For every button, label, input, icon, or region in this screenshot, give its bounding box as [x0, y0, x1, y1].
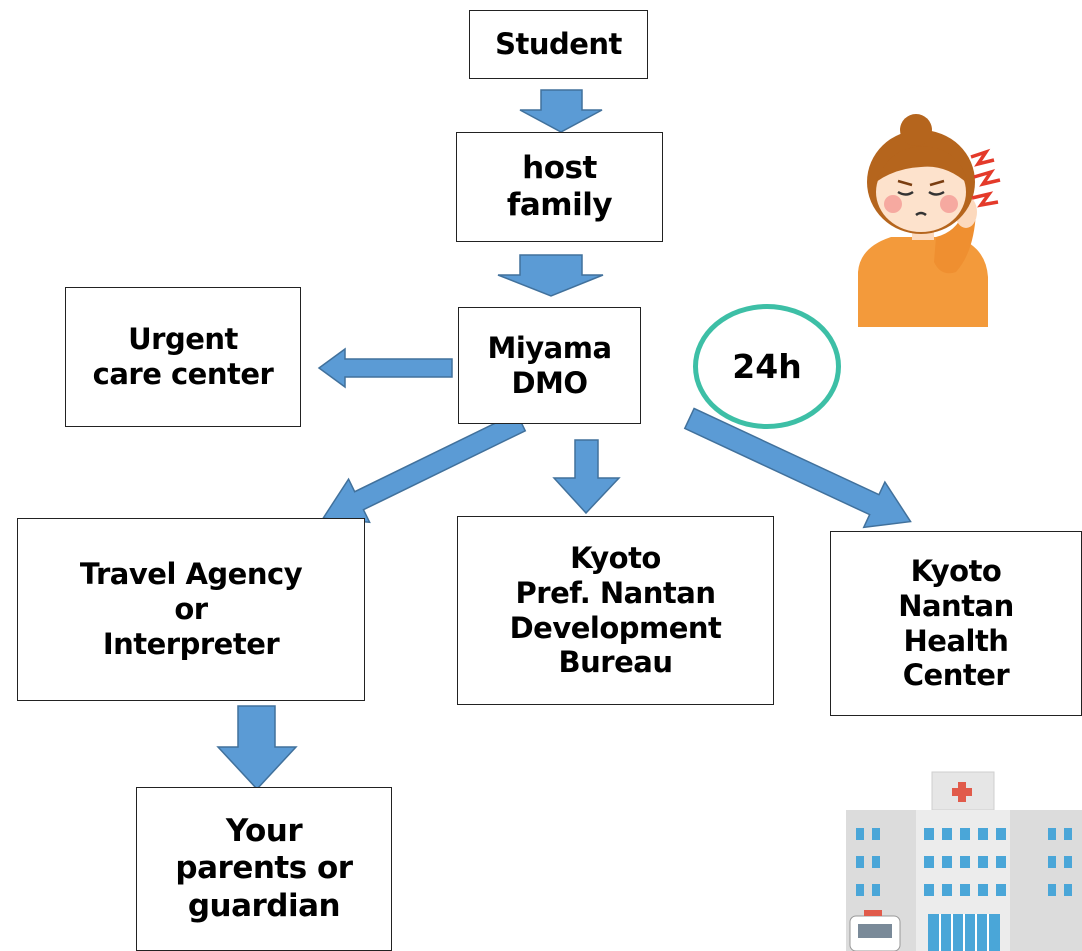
arrow-dmo-to-health	[683, 407, 912, 529]
parents-box: Your parents or guardian	[136, 787, 392, 951]
travel-agency-box: Travel Agency or Interpreter	[17, 518, 365, 701]
host-family-box: host family	[456, 132, 663, 242]
urgent-care-box: Urgent care center	[65, 287, 301, 427]
nantan-bureau-box: Kyoto Pref. Nantan Development Bureau	[457, 516, 774, 705]
student-box: Student	[469, 10, 648, 79]
arrow-dmo-to-urgent	[317, 347, 453, 389]
arrow-dmo-to-bureau	[552, 439, 621, 515]
arrow-student-to-host	[519, 89, 603, 133]
24h-badge: 24h	[693, 304, 841, 429]
arrow-dmo-to-travel	[321, 411, 527, 524]
woman-headache-icon	[858, 114, 1001, 327]
miyama-dmo-box: Miyama DMO	[458, 307, 641, 424]
arrow-host-to-dmo	[497, 254, 604, 297]
arrow-travel-to-parents	[216, 705, 298, 791]
health-center-box: Kyoto Nantan Health Center	[830, 531, 1082, 716]
hospital-building-icon	[846, 771, 1082, 951]
